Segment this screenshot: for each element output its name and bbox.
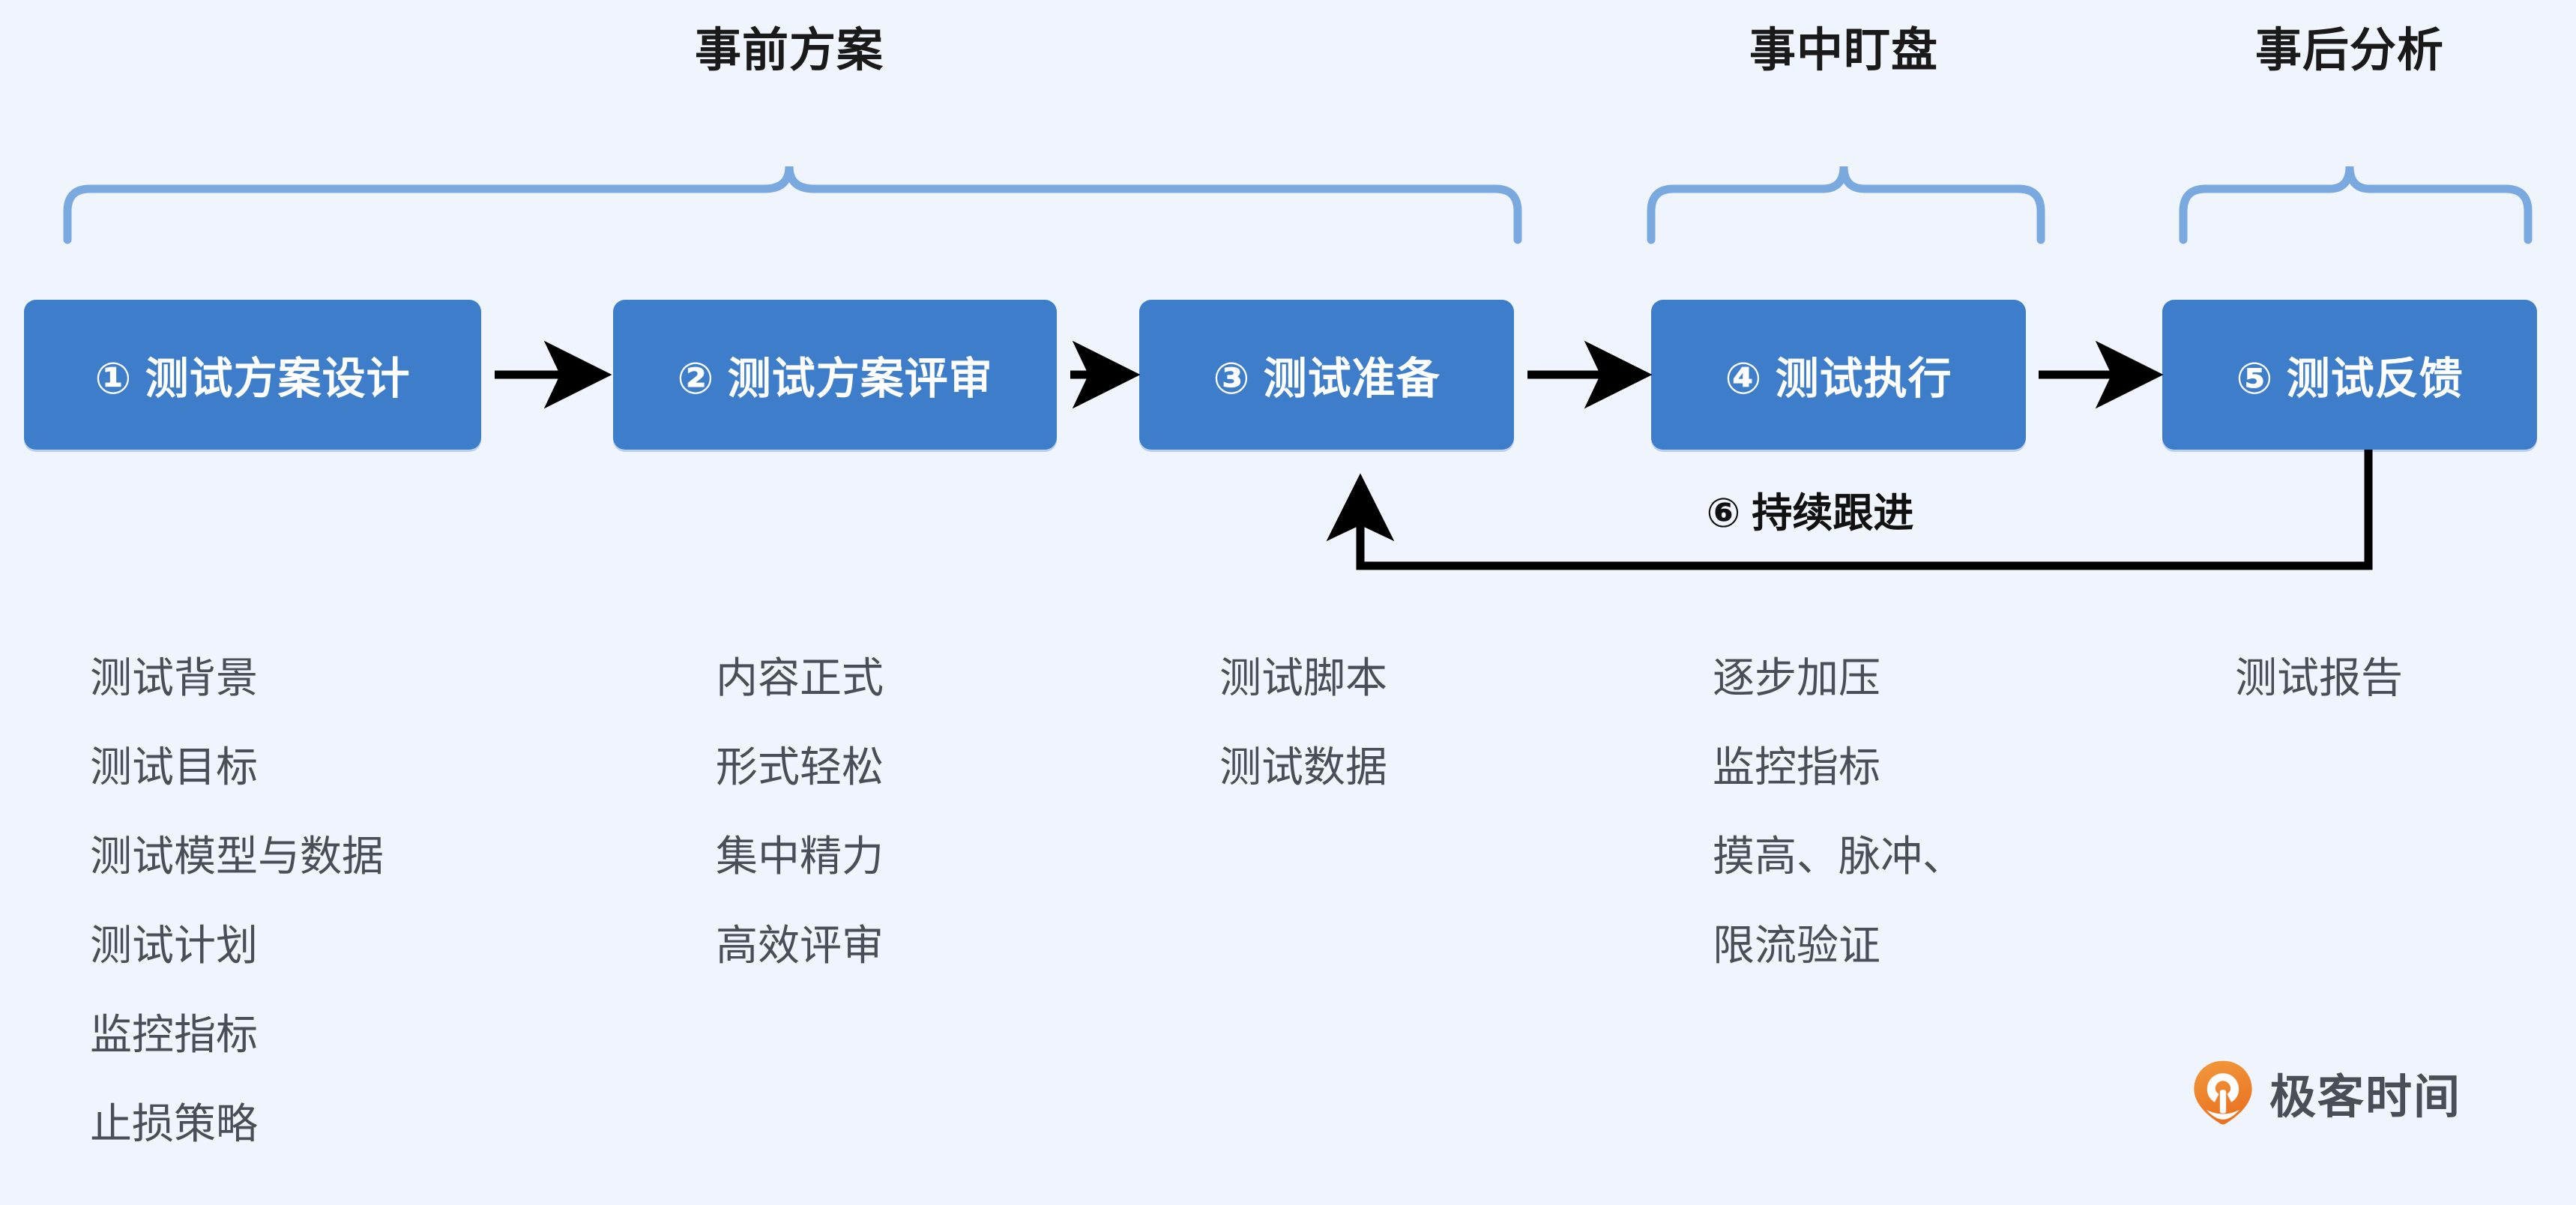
detail-item: 测试报告 [2235, 654, 2403, 701]
brace-post [2179, 166, 2533, 244]
detail-item: 高效评审 [716, 922, 884, 969]
feedback-loop-label: ⑥ 持续跟进 [1706, 491, 1914, 536]
detail-item: 摸高、脉冲、 [1713, 833, 1964, 880]
detail-item: 逐步加压 [1713, 654, 1880, 701]
detail-item: 内容正式 [716, 654, 884, 701]
detail-item: 监控指标 [1713, 743, 1880, 791]
step-box-2-label: ② 测试方案评审 [677, 354, 993, 403]
step-box-1[interactable]: ① 测试方案设计 [24, 300, 481, 450]
step-box-4[interactable]: ④ 测试执行 [1651, 300, 2026, 450]
detail-item: 限流验证 [1713, 922, 1880, 969]
detail-column-4: 逐步加压 监控指标 摸高、脉冲、 限流验证 [1713, 633, 1964, 990]
detail-column-3: 测试脚本 测试数据 [1219, 633, 1387, 812]
detail-column-2: 内容正式 形式轻松 集中精力 高效评审 [716, 633, 884, 990]
detail-item: 测试目标 [90, 743, 258, 791]
step-box-3[interactable]: ③ 测试准备 [1139, 300, 1514, 450]
detail-item: 集中精力 [716, 833, 884, 880]
phase-label-pre: 事前方案 [694, 25, 884, 76]
geektime-logo-icon [2194, 1060, 2252, 1125]
step-box-1-label: ① 测试方案设计 [94, 354, 411, 403]
step-box-5-label: ⑤ 测试反馈 [2236, 354, 2464, 403]
step-box-2[interactable]: ② 测试方案评审 [613, 300, 1057, 450]
detail-item: 测试数据 [1219, 743, 1387, 791]
brace-pre [63, 166, 1522, 244]
detail-item: 测试脚本 [1219, 654, 1387, 701]
geektime-logo: 极客时间 [2189, 1058, 2461, 1127]
detail-item: 测试计划 [90, 922, 258, 969]
geektime-logo-text: 极客时间 [2269, 1072, 2462, 1123]
brace-during [1647, 166, 2045, 244]
phase-label-during: 事中盯盘 [1749, 25, 1939, 76]
detail-item: 测试背景 [90, 654, 258, 701]
detail-item: 形式轻松 [716, 743, 884, 791]
step-box-4-label: ④ 测试执行 [1725, 354, 1952, 403]
detail-item: 监控指标 [90, 1011, 258, 1058]
step-box-3-label: ③ 测试准备 [1213, 354, 1441, 403]
phase-label-post: 事后分析 [2254, 25, 2445, 76]
detail-column-5: 测试报告 [2235, 633, 2403, 722]
detail-item: 止损策略 [90, 1100, 258, 1147]
detail-item: 测试模型与数据 [90, 833, 384, 880]
step-box-5[interactable]: ⑤ 测试反馈 [2162, 300, 2537, 450]
detail-column-1: 测试背景 测试目标 测试模型与数据 测试计划 监控指标 止损策略 [90, 633, 384, 1168]
